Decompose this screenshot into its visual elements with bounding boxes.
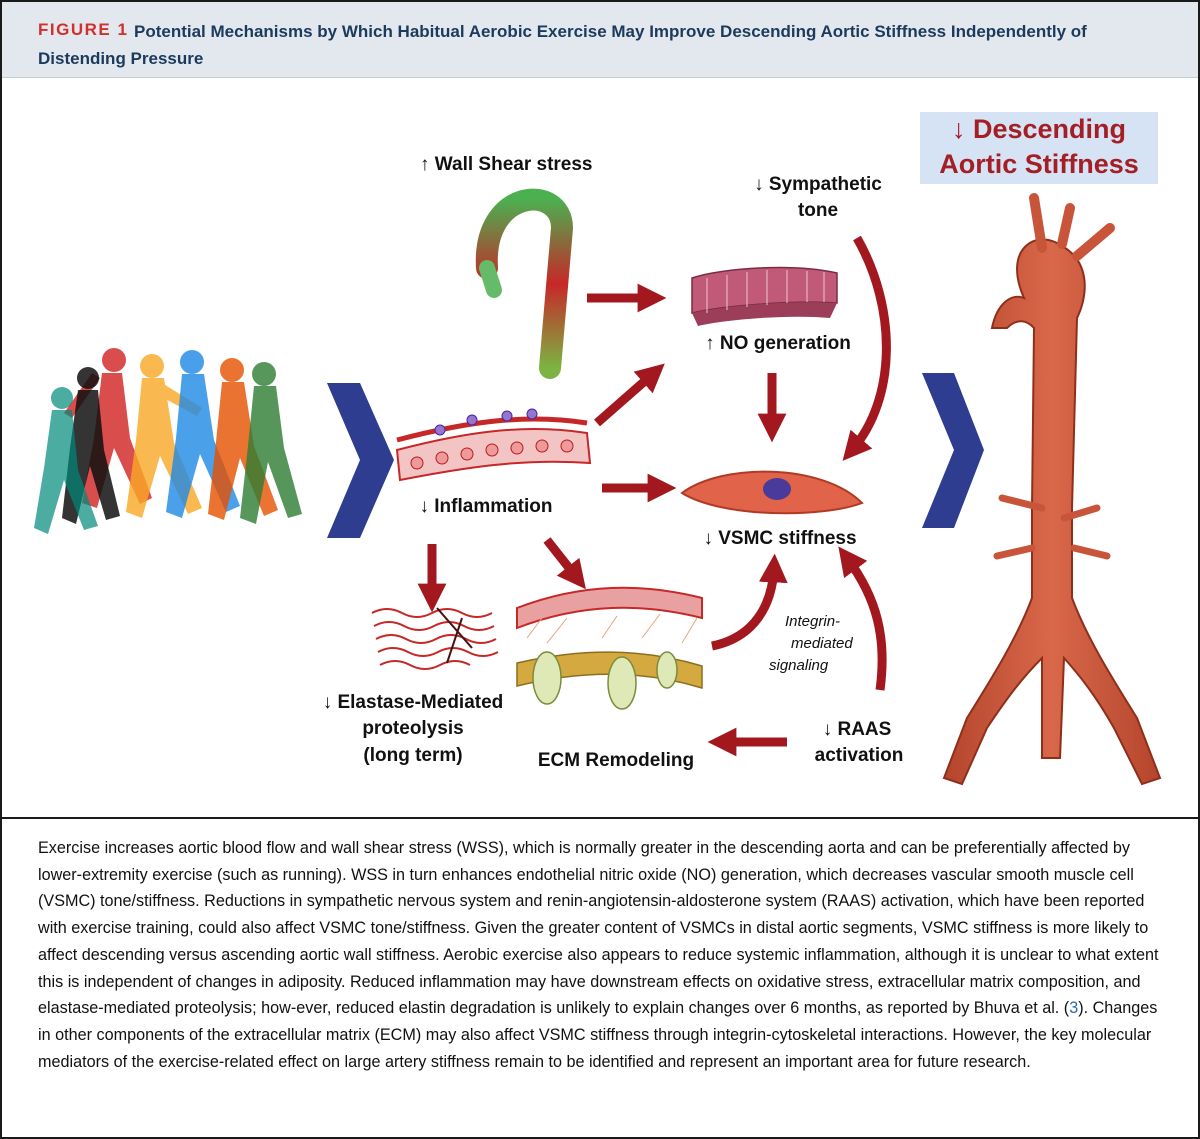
flow-arrows <box>417 235 891 757</box>
mechanism-diagram: ↑ Wall Shear stress ↓ Sympathetic tone ↓… <box>2 78 1198 817</box>
figure-header: Potential Mechanisms by Which Habitual A… <box>2 2 1198 78</box>
label-raas-1: ↓ RAAS <box>823 719 892 740</box>
label-vsmc: ↓ VSMC stiffness <box>703 528 856 549</box>
label-sympathetic-1: ↓ Sympathetic <box>754 174 882 195</box>
inflammation-vessel-illustration <box>395 408 592 482</box>
caption-text-part2: ). Changes in other components of the ex… <box>38 999 1158 1071</box>
label-elastase-2: proteolysis <box>362 718 463 739</box>
ecm-membrane-illustration <box>516 586 703 710</box>
arrow-inflammation-to-ecm <box>543 537 586 590</box>
label-sympathetic-2: tone <box>798 200 838 221</box>
label-elastase-3: (long term) <box>363 745 462 766</box>
outcome-box <box>920 112 1158 184</box>
diagram-canvas: ↑ Wall Shear stress ↓ Sympathetic tone ↓… <box>34 112 1162 786</box>
label-elastase-1: ↓ Elastase-Mediated <box>323 692 504 713</box>
arrow-ecm-to-vsmc <box>710 553 788 651</box>
descending-aorta-illustration <box>942 193 1162 786</box>
label-inflammation: ↓ Inflammation <box>419 496 552 517</box>
caption-reference-link[interactable]: 3 <box>1069 999 1079 1018</box>
caption-text-part1: Exercise increases aortic blood flow and… <box>38 839 1159 1018</box>
label-integrin-3: signaling <box>769 657 829 674</box>
caption-divider <box>2 817 1198 819</box>
arrow-sympathetic-to-vsmc <box>842 235 891 461</box>
label-raas-2: activation <box>815 745 904 766</box>
endothelial-cells-illustration <box>691 266 838 326</box>
shear-stress-aorta-illustration <box>475 188 574 379</box>
label-wall-shear: ↑ Wall Shear stress <box>420 154 592 175</box>
right-chevron-icon <box>922 373 984 528</box>
vsmc-cell-illustration <box>680 470 864 515</box>
arrow-inflammation-to-no <box>594 363 665 427</box>
figure-title: Potential Mechanisms by Which Habitual A… <box>38 22 1087 68</box>
label-ecm: ECM Remodeling <box>538 750 694 771</box>
label-no-generation: ↑ NO generation <box>705 333 851 354</box>
left-chevron-icon <box>327 383 394 538</box>
figure-label: FIGURE 1 <box>38 20 129 39</box>
elastin-fibers-illustration <box>371 607 499 670</box>
label-outcome-1: ↓ Descending <box>952 114 1126 144</box>
label-outcome-2: Aortic Stiffness <box>939 149 1139 179</box>
runners-illustration <box>34 348 302 534</box>
label-integrin-2: mediated <box>791 635 853 652</box>
figure-caption: Exercise increases aortic blood flow and… <box>38 835 1168 1075</box>
arrow-raas-to-vsmc <box>838 546 887 691</box>
label-integrin-1: Integrin- <box>785 613 840 630</box>
